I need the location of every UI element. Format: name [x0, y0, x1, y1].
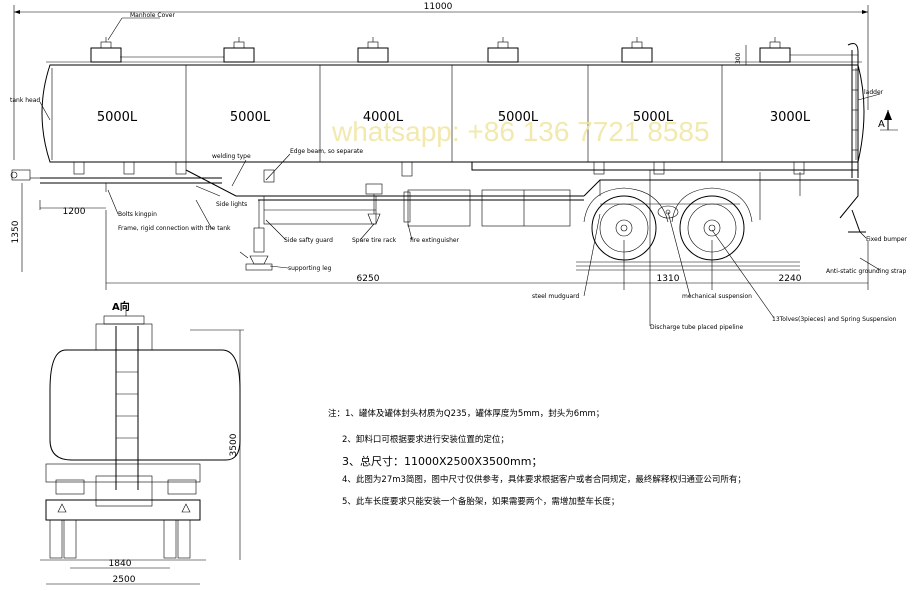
label-valves-suspension: 13Tolves(3pieces) and Spring Suspension [772, 316, 897, 323]
label-grounding-strap: Anti-static grounding strap [826, 268, 907, 275]
label-manhole-cover: Manhole Cover [130, 12, 175, 19]
compartment-1-label: 5000L [97, 110, 138, 125]
axle-spacing-dim: 1310 [657, 274, 680, 284]
watermark: whatsapp: +86 136 7721 8585 [332, 116, 710, 147]
side-ladder [847, 43, 859, 178]
manhole-1 [90, 37, 122, 63]
height-1350-dim: 1350 [11, 220, 21, 243]
label-tank-head: tank head [10, 97, 41, 104]
label-view-a: A向 [112, 302, 130, 313]
manhole-4 [487, 37, 519, 63]
overall-width-dim: 2500 [113, 575, 136, 585]
rear-axle-wheels [583, 187, 753, 261]
wheelbase-dim: 6250 [357, 274, 380, 284]
manhole-5 [621, 37, 653, 63]
kingpin-front-dim: 1200 [63, 207, 86, 217]
manhole-3 [357, 37, 389, 63]
note-1: 注：1、罐体及罐体封头材质为Q235，罐体厚度为5mm，封头为6mm； [328, 409, 605, 419]
rear-view-dimensions: 3500 1840 2500 [46, 329, 244, 585]
label-ladder: ladder [864, 89, 884, 96]
label-side-lights: Side lights [216, 201, 248, 208]
label-edge-beam: Edge beam, so separate [290, 148, 364, 155]
label-side-guard: Side safty guard [284, 237, 333, 244]
label-welding-type: welding type [212, 153, 251, 160]
compartment-5-label: 5000L [633, 110, 674, 125]
note-2: 2、卸料口可根据要求进行安装位置的定位； [342, 435, 509, 445]
note-3: 3、总尺寸：11000X2500X3500mm； [342, 455, 543, 468]
manhole-covers [90, 37, 791, 63]
label-spare-tire: Spare tire rack [352, 237, 397, 244]
note-5: 5、此车长度要求只能安装一个备胎架，如果需要两个，需增加整车长度； [342, 497, 620, 507]
track-width-dim: 1840 [109, 559, 132, 569]
arrow-a-label: A [878, 119, 885, 130]
ground-line [576, 261, 800, 271]
label-discharge-tube: Discharge tube placed pipeline [650, 324, 744, 331]
rear-view [40, 306, 241, 561]
spare-tire-rack [365, 183, 383, 225]
bottom-dimensions: 1200 1350 6250 1310 2240 [11, 183, 869, 290]
label-bolts-kingpin: Bolts kingpin [118, 211, 157, 218]
manhole-height-label: 300 [735, 52, 742, 64]
label-mechanical-suspension: mechanical suspension [682, 293, 752, 300]
compartment-2-label: 5000L [230, 110, 271, 125]
manhole-2 [223, 37, 255, 63]
rear-overhang-dim: 2240 [779, 274, 802, 284]
label-fire-extinguisher: fire extinguisher [410, 237, 460, 244]
callout-leaders [39, 17, 881, 326]
kingpin-coupler [10, 169, 107, 192]
overall-length-dimension: 11000 [13, 2, 869, 160]
overall-length-label: 11000 [424, 2, 453, 12]
label-fixed-bumper: Fixed bumper [866, 236, 907, 243]
compartment-6-label: 3000L [770, 110, 811, 125]
compartment-3-label: 4000L [363, 110, 404, 125]
label-supporting-leg: supporting leg [288, 265, 332, 272]
height-total-dim: 3500 [229, 433, 239, 456]
note-4: 4、此图为27m3简图，图中尺寸仅供参考，具体要求根据客户或者合同规定，最终解释… [342, 475, 746, 485]
supporting-leg [239, 200, 273, 271]
tank-body [41, 61, 865, 163]
label-steel-mudguard: steel mudguard [532, 293, 580, 300]
manhole-6 [759, 37, 791, 63]
compartment-4-label: 5000L [498, 110, 539, 125]
chassis-frame [40, 161, 866, 233]
view-a-arrow: A [878, 110, 898, 131]
label-frame: Frame, rigid connection with the tank [118, 225, 231, 232]
